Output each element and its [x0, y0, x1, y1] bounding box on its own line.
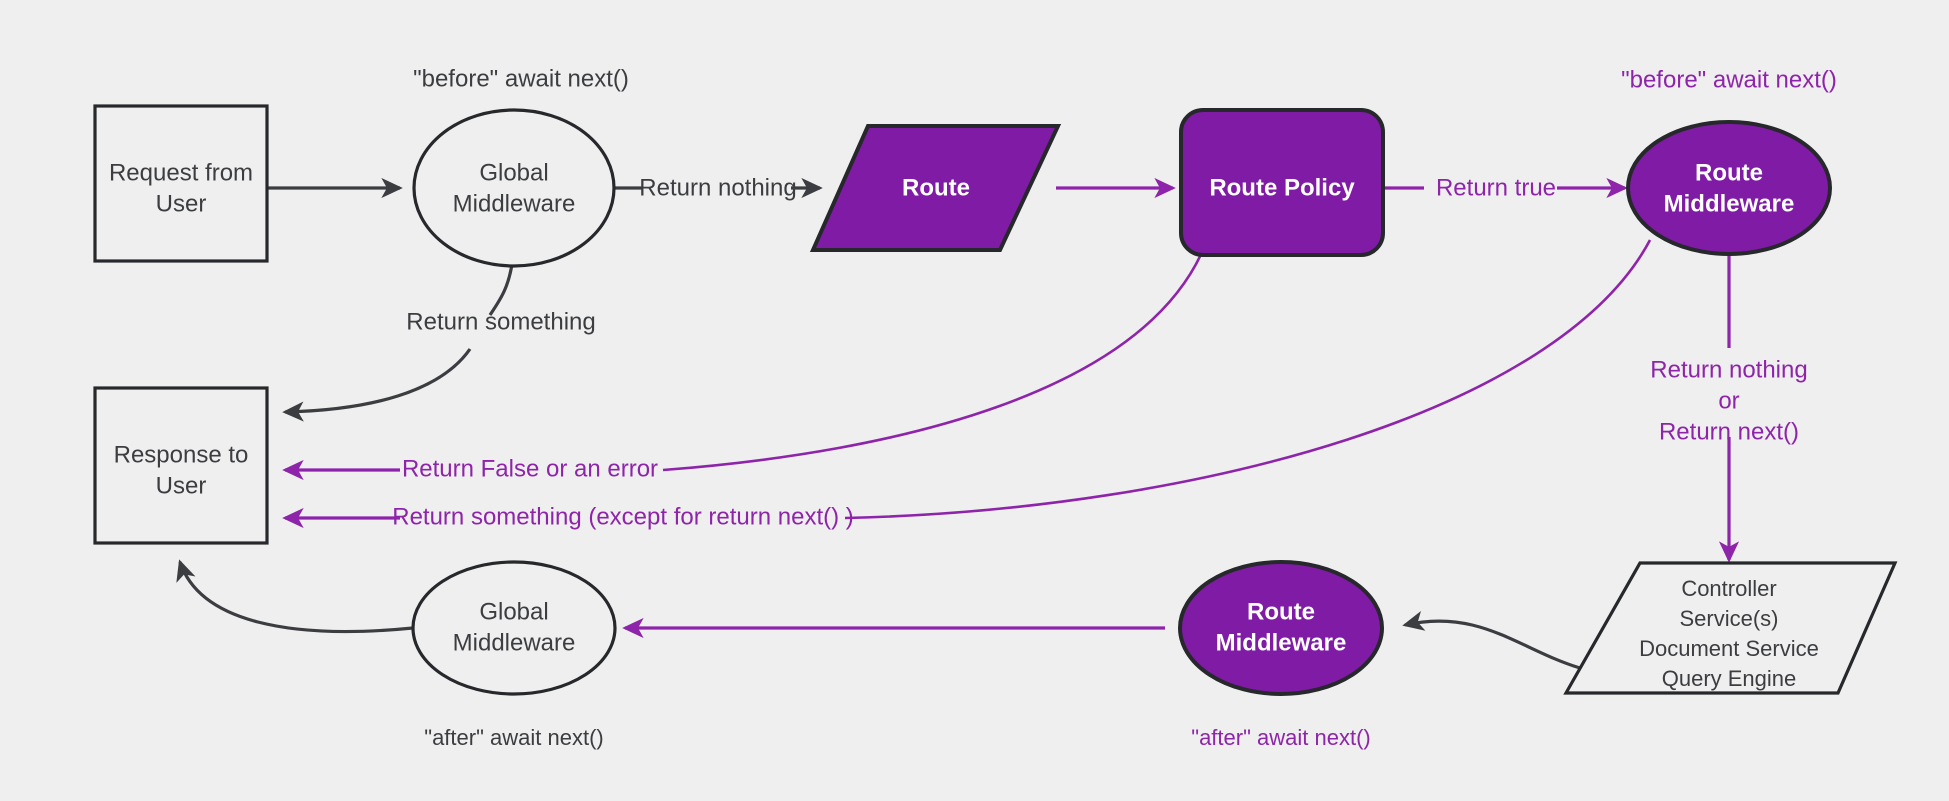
node-route-middleware-top-line1: Route	[1695, 159, 1763, 186]
edge-label-return-nothing-route: Return nothing	[1650, 356, 1807, 383]
node-route-middleware-bottom-line2: Middleware	[1216, 629, 1347, 656]
edge-label-return-next: Return next()	[1659, 418, 1799, 445]
annotation-before-await-next-route: "before" await next()	[1621, 66, 1837, 93]
node-controller-stack-line4: Query Engine	[1662, 666, 1797, 691]
edge-label-or: or	[1718, 387, 1739, 414]
node-controller-stack-line3: Document Service	[1639, 636, 1819, 661]
node-route-middleware-bottom-line1: Route	[1247, 598, 1315, 625]
node-response-to-user[interactable]: Response to User	[93, 386, 269, 545]
edge-label-return-something-global: Return something	[406, 308, 595, 335]
node-global-middleware-bottom-line1: Global	[479, 598, 548, 625]
annotation-after-await-next-route: "after" await next()	[1191, 725, 1370, 750]
edge-route-policy-to-response-curve	[662, 249, 1205, 472]
edge-label-return-true: Return true	[1436, 174, 1556, 201]
node-controller-stack-line2: Service(s)	[1679, 606, 1778, 631]
node-global-middleware-top-line1: Global	[479, 159, 548, 186]
node-route-policy[interactable]: Route Policy	[1179, 108, 1385, 257]
node-global-middleware-top[interactable]: Global Middleware	[412, 108, 616, 268]
node-response-to-user-line1: Response to	[114, 441, 249, 468]
node-request-from-user-line2: User	[156, 190, 207, 217]
node-response-to-user-line2: User	[156, 472, 207, 499]
node-route-label: Route	[902, 174, 970, 201]
edge-label-return-false-or-error: Return False or an error	[402, 455, 658, 482]
edge-global-middleware-to-response-lower	[282, 348, 472, 422]
node-global-middleware-bottom[interactable]: Global Middleware	[411, 560, 617, 696]
node-route-policy-label: Route Policy	[1209, 174, 1355, 201]
node-route-middleware-top-line2: Middleware	[1664, 190, 1795, 217]
annotation-after-await-next-global: "after" await next()	[424, 725, 603, 750]
annotation-before-await-next-global: "before" await next()	[413, 65, 629, 92]
node-global-middleware-top-line2: Middleware	[453, 190, 576, 217]
node-request-from-user[interactable]: Request from User	[93, 104, 269, 263]
node-route-middleware-bottom[interactable]: Route Middleware	[1178, 560, 1384, 696]
edge-global-middleware-bottom-to-response	[176, 559, 414, 634]
node-route-middleware-top[interactable]: Route Middleware	[1626, 120, 1832, 256]
edge-label-return-something-except: Return something (except for return next…	[392, 503, 854, 530]
node-controller-stack[interactable]: Controller Service(s) Document Service Q…	[1563, 561, 1898, 695]
edge-label-return-nothing-global: Return nothing	[639, 174, 796, 201]
node-global-middleware-bottom-line2: Middleware	[453, 629, 576, 656]
node-request-from-user-line1: Request from	[109, 159, 253, 186]
node-controller-stack-line1: Controller	[1681, 576, 1776, 601]
node-route[interactable]: Route	[809, 124, 1062, 252]
edge-route-middleware-to-response-curve	[844, 239, 1652, 520]
edge-controller-to-route-middleware-bottom	[1402, 611, 1581, 670]
